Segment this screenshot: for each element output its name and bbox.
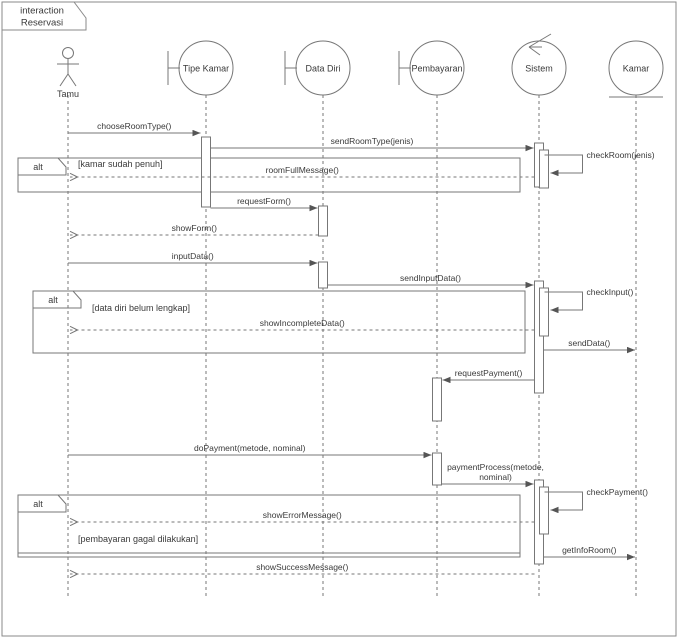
lifeline-label-kamar: Kamar [623, 64, 650, 74]
message-m12[interactable]: requestPayment() [442, 368, 535, 384]
message-label: inputData() [172, 251, 214, 261]
fragment-guard-label: [pembayaran gagal dilakukan] [78, 534, 198, 544]
message-m10[interactable]: showIncompleteData() [70, 318, 535, 330]
message-label: sendInputData() [400, 273, 461, 283]
fragment-border [32, 290, 526, 354]
message-line [544, 154, 583, 177]
fragment-alt2[interactable]: alt [data diri belum lengkap] [32, 290, 526, 354]
message-label: showForm() [172, 223, 218, 233]
lifeline-head-kamar[interactable]: Kamar [608, 40, 664, 98]
message-m2[interactable]: sendRoomType(jenis) [210, 136, 534, 152]
lifeline-heads: Tamu Tipe Kamar Data Diri Pembayaran Sistem K… [57, 33, 664, 100]
message-label: checkInput() [587, 287, 634, 297]
fragment-operator-label: alt [33, 162, 43, 172]
activation-bars [201, 136, 549, 565]
message-label: chooseRoomType() [97, 121, 171, 131]
message-line [544, 291, 583, 314]
message-label: checkRoom(jenis) [587, 150, 655, 160]
control-arrow-tail-icon [528, 33, 552, 48]
activation-bar-pembayaran[interactable] [432, 452, 442, 486]
message-m16[interactable]: showErrorMessage() [70, 510, 535, 522]
message-m11[interactable]: sendData() [543, 338, 636, 354]
frame-label-pentagon [1, 1, 87, 31]
lifeline-label-tipekamar: Tipe Kamar [183, 64, 229, 74]
entity-circle-icon [608, 40, 664, 96]
actor-leg-left [59, 73, 69, 87]
combined-fragments: alt [kamar sudah penuh] alt [data diri belu… [17, 157, 526, 558]
frame-name-label: Reservasi [21, 18, 63, 29]
message-label: getInfoRoom() [562, 545, 616, 555]
lifeline-label-sistem: Sistem [525, 64, 553, 74]
fragment-operator-pentagon [32, 290, 82, 309]
fragment-guard-label: [kamar sudah penuh] [78, 159, 163, 169]
activation-bar-sistem[interactable] [539, 149, 549, 189]
message-line [544, 491, 583, 514]
fragment-operator-label: alt [33, 499, 43, 509]
message-m7[interactable]: inputData() [68, 251, 318, 267]
activation-bar-tipekamar[interactable] [201, 136, 211, 208]
message-label-line2: nominal) [479, 472, 512, 482]
message-label: showSuccessMessage() [256, 562, 348, 572]
message-m4[interactable]: roomFullMessage() [70, 165, 535, 177]
fragment-guard-label: [data diri belum lengkap] [92, 303, 190, 313]
message-label: sendRoomType(jenis) [331, 136, 414, 146]
message-m13[interactable]: doPayment(metode, nominal) [68, 443, 432, 459]
activation-bar-sistem[interactable] [539, 486, 549, 535]
lifeline-label-pembayaran: Pembayaran [411, 64, 462, 74]
message-m9[interactable]: checkInput() [544, 287, 634, 314]
message-label: roomFullMessage() [266, 165, 339, 175]
message-label: showErrorMessage() [263, 510, 342, 520]
fragment-border [17, 494, 521, 558]
message-label: showIncompleteData() [260, 318, 345, 328]
lifeline-head-pembayaran[interactable]: Pembayaran [398, 40, 465, 96]
lifeline-head-tamu[interactable]: Tamu [57, 47, 79, 100]
message-m3[interactable]: checkRoom(jenis) [544, 150, 655, 177]
message-m18[interactable]: showSuccessMessage() [70, 562, 535, 574]
fragment-alt3[interactable]: alt [pembayaran gagal dilakukan] [17, 494, 521, 558]
message-m15[interactable]: checkPayment() [544, 487, 649, 514]
lifeline-head-datadiri[interactable]: Data Diri [284, 40, 351, 96]
lifeline-head-sistem[interactable]: Sistem [511, 33, 567, 96]
control-arrow-head-icon [528, 46, 542, 56]
message-m8[interactable]: sendInputData() [327, 273, 534, 289]
message-label: requestPayment() [455, 368, 523, 378]
message-m17[interactable]: getInfoRoom() [543, 545, 636, 561]
message-m14[interactable]: paymentProcess(metode,nominal) [441, 462, 544, 488]
lifeline-head-tipekamar[interactable]: Tipe Kamar [167, 40, 234, 96]
activation-bar-datadiri[interactable] [318, 205, 328, 237]
activation-bar-pembayaran[interactable] [432, 377, 442, 422]
lifeline-label-datadiri: Data Diri [305, 64, 340, 74]
fragment-operator-label: alt [48, 295, 58, 305]
message-label: requestForm() [237, 196, 291, 206]
message-label: sendData() [568, 338, 610, 348]
lifeline-label-tamu: Tamu [57, 89, 79, 99]
messages: chooseRoomType() sendRoomType(jenis) check… [68, 121, 655, 574]
message-label: paymentProcess(metode, [447, 462, 544, 472]
message-m5[interactable]: requestForm() [210, 196, 318, 212]
message-label: checkPayment() [587, 487, 649, 497]
message-m1[interactable]: chooseRoomType() [68, 121, 201, 137]
fragment-alt1[interactable]: alt [kamar sudah penuh] [17, 157, 521, 193]
message-label: doPayment(metode, nominal) [194, 443, 306, 453]
actor-head-icon [62, 47, 74, 59]
actor-leg-right [67, 73, 77, 87]
frame-kind-label: interaction [20, 6, 64, 17]
activation-bar-sistem[interactable] [534, 280, 544, 394]
fragment-operator-pentagon [17, 157, 67, 176]
activation-bar-sistem[interactable] [539, 287, 549, 337]
fragment-operator-pentagon [17, 494, 67, 513]
activation-bar-datadiri[interactable] [318, 261, 328, 289]
message-m6[interactable]: showForm() [70, 223, 319, 235]
